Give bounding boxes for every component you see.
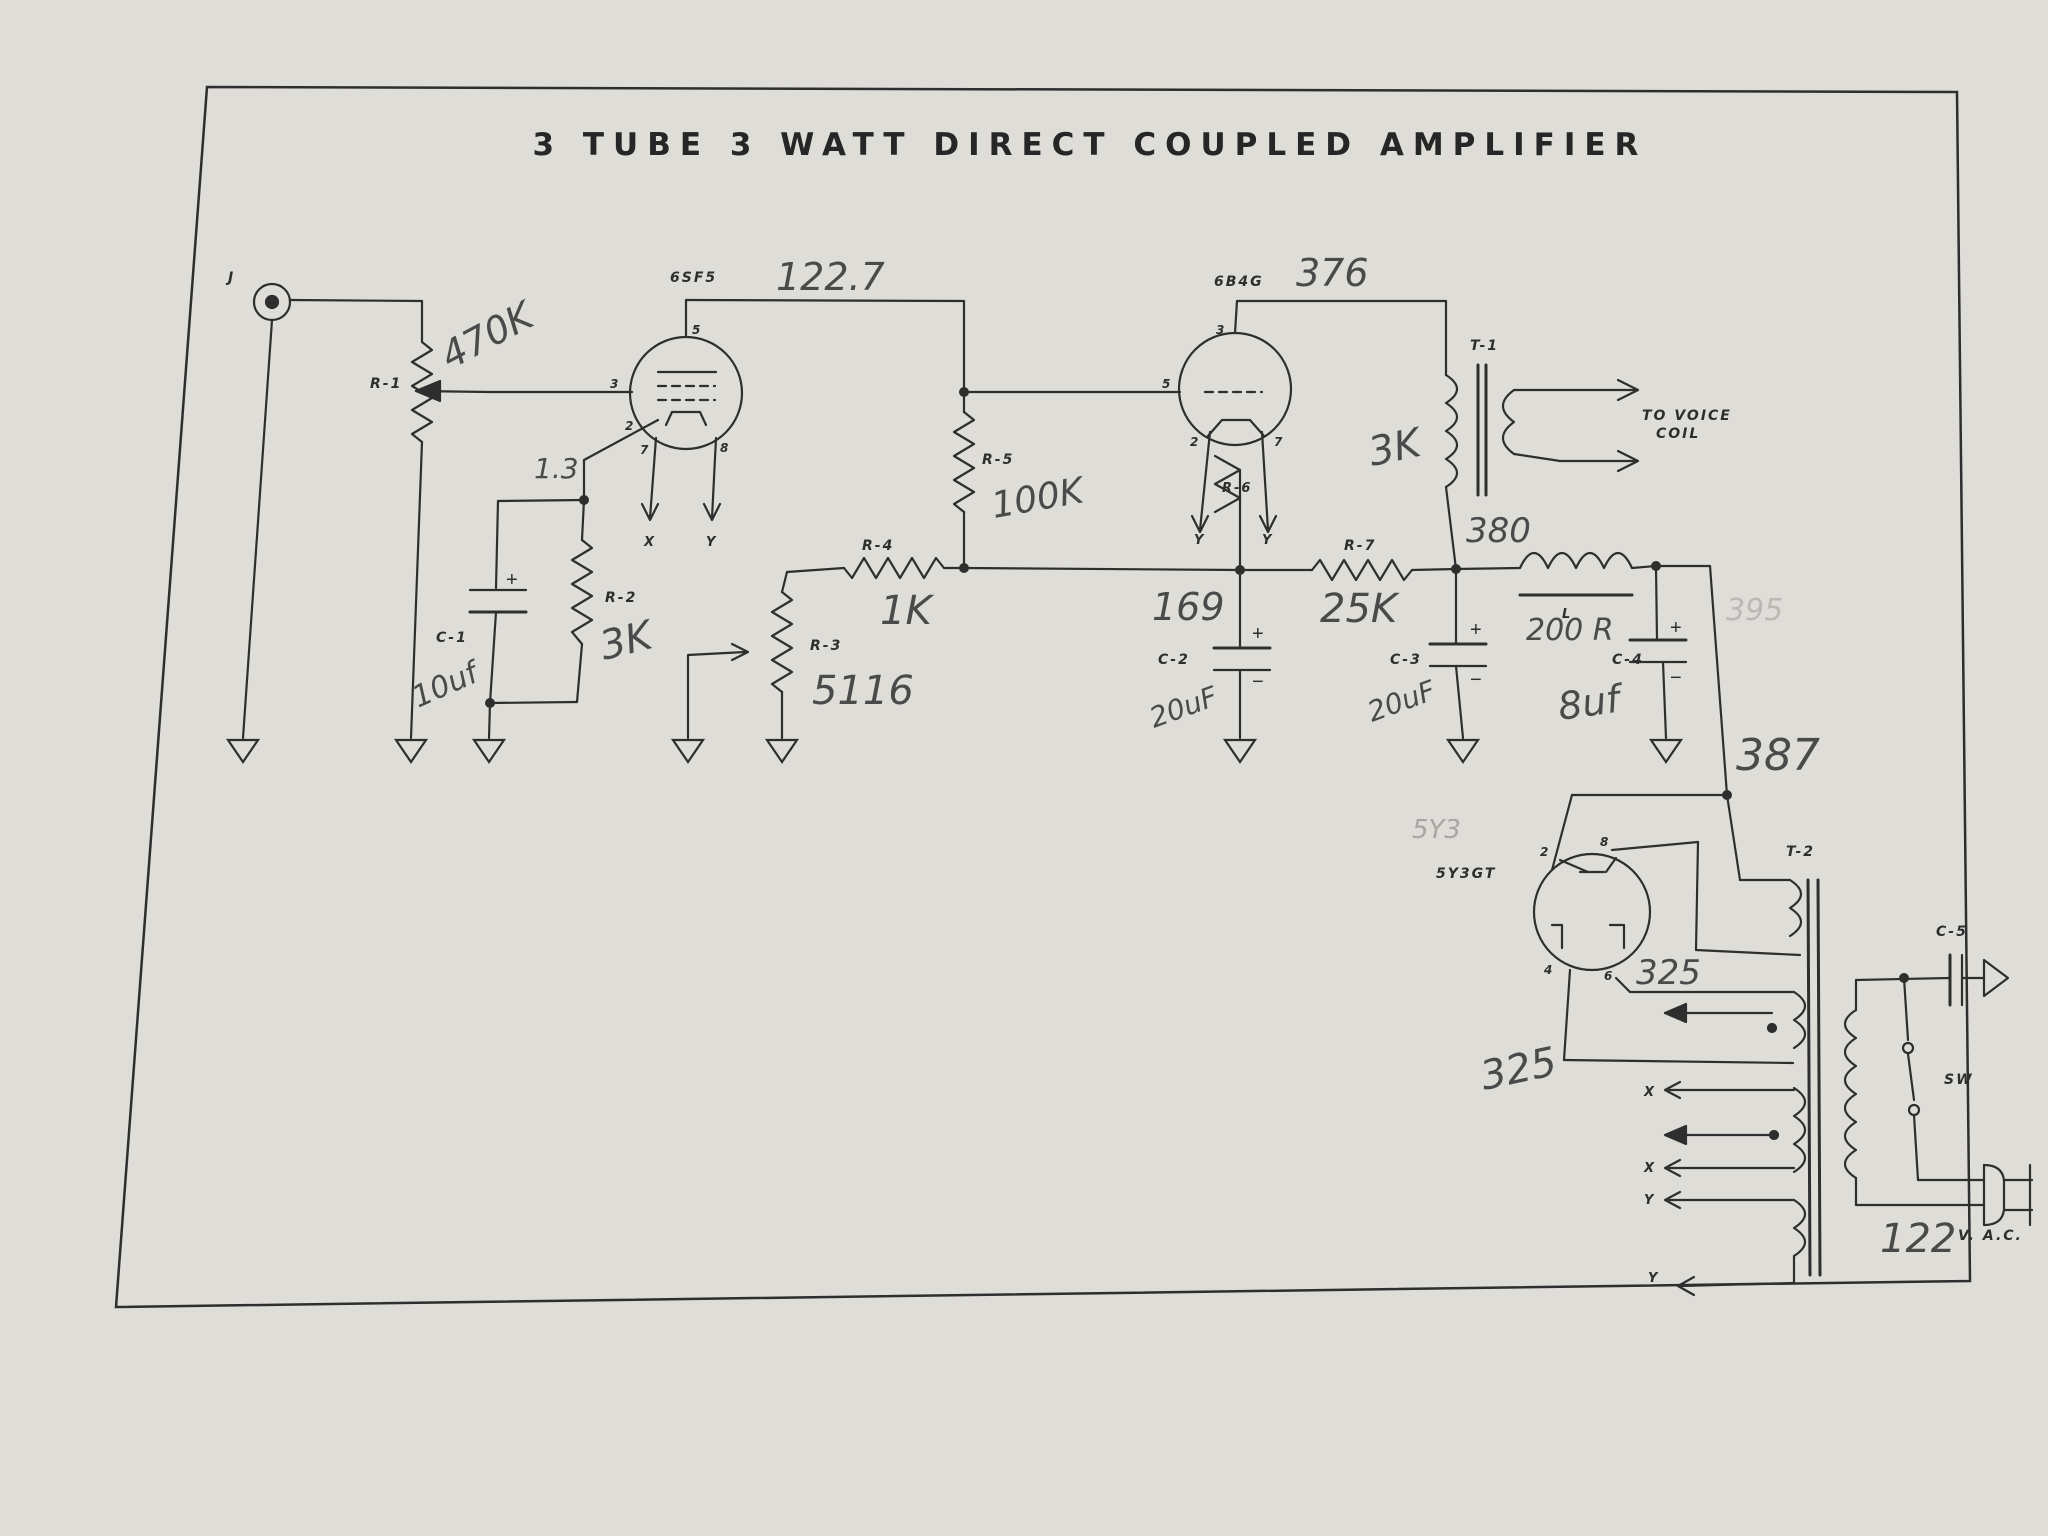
c3-label: C-3 xyxy=(1390,652,1422,668)
r7-label: R-7 xyxy=(1344,538,1376,554)
junction-dots xyxy=(485,387,1909,983)
ground-icon xyxy=(670,738,706,764)
mains-plug-label: V. A.C. xyxy=(1958,1228,2023,1244)
ground-icon xyxy=(1445,738,1481,764)
r2-label: R-2 xyxy=(605,590,637,606)
handwritten-r4-value: 1K xyxy=(880,588,934,634)
polarity-minus: − xyxy=(1670,667,1682,689)
handwritten-mains-voltage: 122 xyxy=(1880,1216,1956,1262)
switch-label: SW xyxy=(1944,1072,1974,1088)
c4-label: C-4 xyxy=(1612,652,1644,668)
polarity-plus: + xyxy=(1470,619,1482,641)
ground-icon xyxy=(471,738,507,764)
pin-label: 3 xyxy=(610,377,620,391)
polarity-minus: − xyxy=(1470,669,1482,691)
r1-label: R-1 xyxy=(370,376,402,392)
pin-label: 7 xyxy=(640,443,650,457)
heater-x-label: X xyxy=(1643,1161,1656,1176)
heater-y-label: Y xyxy=(1262,533,1273,548)
ground-icon xyxy=(1222,738,1258,764)
tube-5y3gt-label: 5Y3GT xyxy=(1436,866,1496,882)
handwritten-node-voltage: 387 xyxy=(1736,730,1820,781)
ground-icon xyxy=(393,738,429,764)
handwritten-tube-note: 5Y3 xyxy=(1412,815,1461,845)
tube-6sf5-label: 6SF5 xyxy=(670,270,717,286)
pin-label: 2 xyxy=(1190,435,1200,449)
ground-symbols xyxy=(225,738,1684,764)
polarity-plus: + xyxy=(1670,617,1682,639)
handwritten-c4-value: 8uf xyxy=(1555,676,1628,729)
r4-resistor-icon xyxy=(842,556,946,580)
power-switch-icon xyxy=(1906,1052,1916,1102)
handwritten-r7-value: 25K xyxy=(1320,586,1400,632)
handwritten-plate-voltage: 122.7 xyxy=(776,255,885,299)
schematic-border xyxy=(114,85,1972,1309)
ground-icon xyxy=(225,738,261,764)
choke-inductor-icon xyxy=(1518,551,1634,570)
r5-resistor-icon xyxy=(952,410,976,514)
tube-5y3gt-icon xyxy=(1532,852,1652,972)
handwritten-rectifier-voltage: 325 xyxy=(1636,953,1701,993)
heater-y-label: Y xyxy=(1644,1193,1655,1208)
r3-resistor-icon xyxy=(770,590,794,694)
t1-label: T-1 xyxy=(1470,338,1499,354)
choke-label: L xyxy=(1562,607,1572,622)
c2-label: C-2 xyxy=(1158,652,1190,668)
ground-icon xyxy=(1648,738,1684,764)
pin-label: 5 xyxy=(1162,377,1172,391)
r5-label: R-5 xyxy=(982,452,1014,468)
r6-label: R-6 xyxy=(1222,481,1252,496)
r6-resistor-icon xyxy=(1213,454,1242,514)
tube-6b4g-label: 6B4G xyxy=(1214,274,1264,290)
voice-coil-label-line2: COIL xyxy=(1656,426,1700,442)
handwritten-cathode-voltage: 1.3 xyxy=(534,452,579,485)
t1-transformer-icon xyxy=(1444,373,1459,489)
handwritten-node-voltage: 169 xyxy=(1152,585,1225,629)
handwritten-r3-value: 5116 xyxy=(812,668,914,714)
circuit-wiring xyxy=(241,282,2034,1297)
handwritten-node-voltage: 395 xyxy=(1726,593,1783,628)
pin-label: 5 xyxy=(692,323,702,337)
heater-y-label: Y xyxy=(706,535,717,550)
r3-label: R-3 xyxy=(810,638,842,654)
pin-label: 3 xyxy=(1216,323,1226,337)
polarity-plus: + xyxy=(506,569,518,591)
t2-transformer-icon xyxy=(1788,878,1803,938)
voice-coil-label-line1: TO VOICE xyxy=(1642,408,1732,424)
r2-resistor-icon xyxy=(570,538,594,646)
r4-label: R-4 xyxy=(862,538,894,554)
pin-label: 7 xyxy=(1274,435,1284,449)
pin-label: 8 xyxy=(1600,835,1610,849)
pin-label: 2 xyxy=(1540,845,1550,859)
handwritten-plate-voltage: 376 xyxy=(1296,251,1369,295)
polarity-minus: − xyxy=(1252,671,1264,693)
r7-resistor-icon xyxy=(1310,558,1414,582)
c5-label: C-5 xyxy=(1936,924,1968,940)
jack-label: J xyxy=(225,270,235,286)
polarity-plus: + xyxy=(1252,623,1264,645)
pin-label: 6 xyxy=(1604,969,1614,983)
heater-x-label: X xyxy=(643,535,656,550)
heater-y-label: Y xyxy=(1194,533,1205,548)
heater-x-label: X xyxy=(1643,1085,1656,1100)
handwritten-t1-value: 3K xyxy=(1365,419,1428,475)
schematic-title: 3 TUBE 3 WATT DIRECT COUPLED AMPLIFIER xyxy=(533,127,1648,163)
t2-label: T-2 xyxy=(1786,844,1815,860)
c1-label: C-1 xyxy=(436,630,468,646)
pin-label: 4 xyxy=(1543,963,1554,977)
pin-label: 2 xyxy=(625,419,635,433)
ground-icon xyxy=(764,738,800,764)
handwritten-choke-value: 200 R xyxy=(1526,613,1614,648)
pin-label: 8 xyxy=(720,441,730,455)
heater-y-label: Y xyxy=(1648,1271,1659,1286)
handwritten-node-voltage: 380 xyxy=(1466,511,1531,551)
